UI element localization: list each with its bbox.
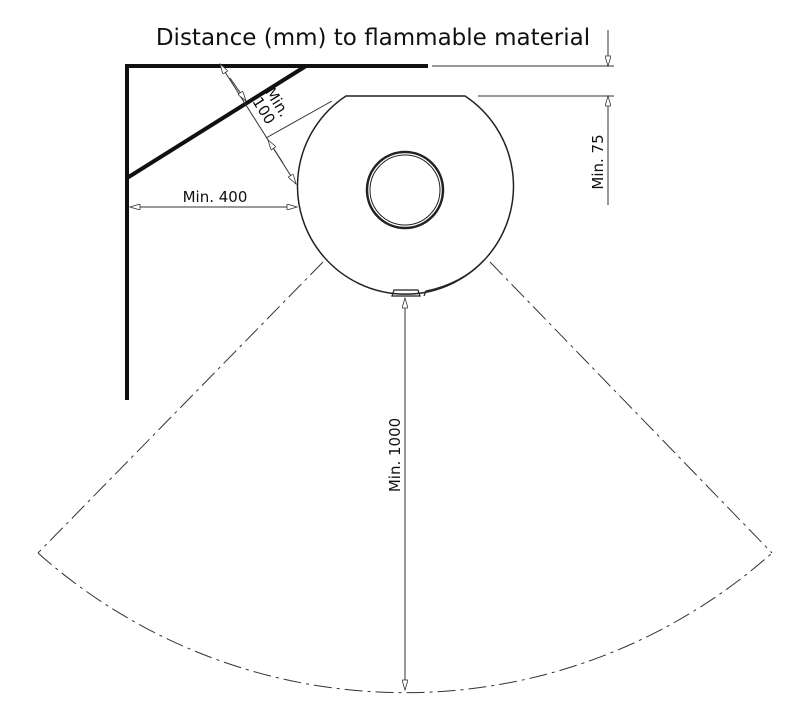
dimension-corner xyxy=(220,64,333,184)
wall-lines xyxy=(125,64,428,400)
door-hinge xyxy=(423,259,485,297)
diagram-title: Distance (mm) to flammable material xyxy=(156,25,590,51)
dimension-rear-label: Min. 75 xyxy=(589,134,607,189)
stove-body xyxy=(296,95,515,295)
dimension-front-label: Min. 1000 xyxy=(386,418,404,492)
diagonal-wall xyxy=(125,64,308,180)
stove xyxy=(296,95,515,297)
corner-wall xyxy=(125,64,428,400)
dimension-side-label: Min. 400 xyxy=(183,188,248,206)
door-handle xyxy=(391,289,421,297)
flue-outlet xyxy=(365,150,445,230)
radiation-zone xyxy=(37,261,773,694)
dimension-rear xyxy=(432,30,614,205)
dimension-corner-label-group: Min. 100 xyxy=(249,84,294,127)
